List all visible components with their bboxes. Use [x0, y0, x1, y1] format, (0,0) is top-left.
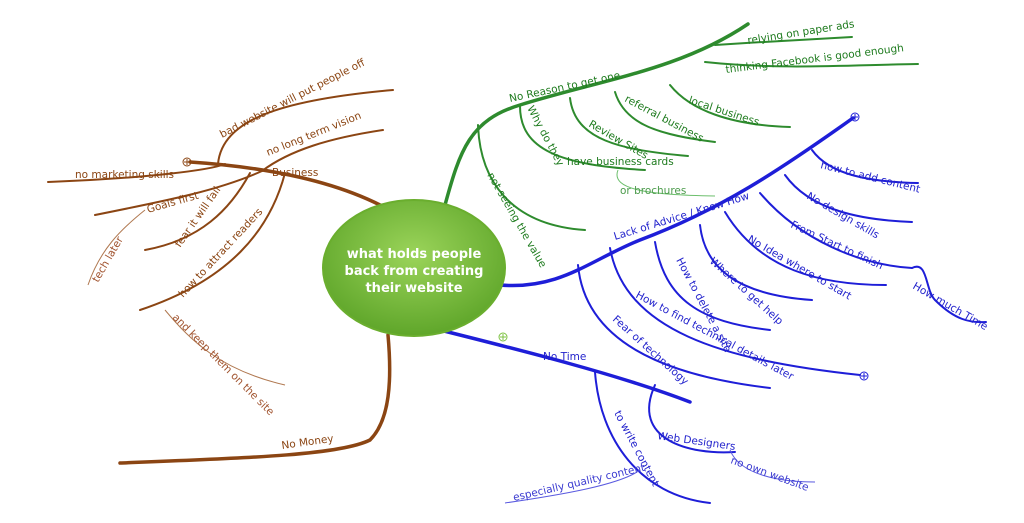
- thinking-facebook[interactable]: thinking Facebook is good enough: [725, 42, 905, 76]
- keep-them-on-site[interactable]: and keep them on the site: [170, 312, 276, 418]
- center-line-1: what holds people: [347, 247, 482, 262]
- why-business-cards-2[interactable]: have business cards: [567, 156, 674, 168]
- fear-of-technology[interactable]: Fear of technology: [610, 313, 691, 387]
- local-business[interactable]: local business: [687, 94, 761, 128]
- how-much-time[interactable]: How much Time: [911, 280, 990, 333]
- center-line-2: back from creating: [345, 264, 484, 279]
- expand-plus-icon[interactable]: [850, 112, 860, 122]
- especially-quality-content[interactable]: especially quality content: [512, 462, 646, 504]
- no-time-label[interactable]: No Time: [543, 351, 586, 363]
- no-own-website[interactable]: no own website: [729, 455, 810, 494]
- central-topic[interactable]: what holds people back from creating the…: [322, 199, 506, 337]
- how-to-find-technical-details[interactable]: How to find technical details later: [634, 289, 797, 383]
- tech-later[interactable]: tech later: [90, 234, 126, 284]
- lack-advice-branch: Lack of Advice / Know How how to add con…: [498, 112, 990, 389]
- expand-plus-icon[interactable]: [859, 371, 869, 381]
- center-line-3: their website: [365, 281, 462, 296]
- why-business-cards-1[interactable]: Why do they: [524, 104, 566, 168]
- no-long-term-vision[interactable]: no long term vision: [265, 110, 363, 159]
- where-to-get-help[interactable]: Where to get help: [707, 255, 786, 327]
- goals-first[interactable]: Goals first: [146, 190, 200, 216]
- no-reason-label[interactable]: No Reason to get one: [508, 70, 621, 105]
- lack-of-advice-label[interactable]: Lack of Advice / Know How: [612, 190, 751, 243]
- expand-plus-icon[interactable]: [182, 157, 192, 167]
- no-reason-branch: No Reason to get one relying on paper ad…: [443, 18, 919, 270]
- no-marketing-skills[interactable]: no marketing skills: [75, 169, 174, 181]
- business-label[interactable]: Business: [272, 167, 318, 179]
- expand-plus-icon[interactable]: [498, 332, 508, 342]
- relying-on-paper-ads[interactable]: relying on paper ads: [747, 18, 856, 47]
- or-brochures[interactable]: or brochures: [620, 185, 686, 197]
- how-to-add-content[interactable]: how to add content: [819, 159, 921, 195]
